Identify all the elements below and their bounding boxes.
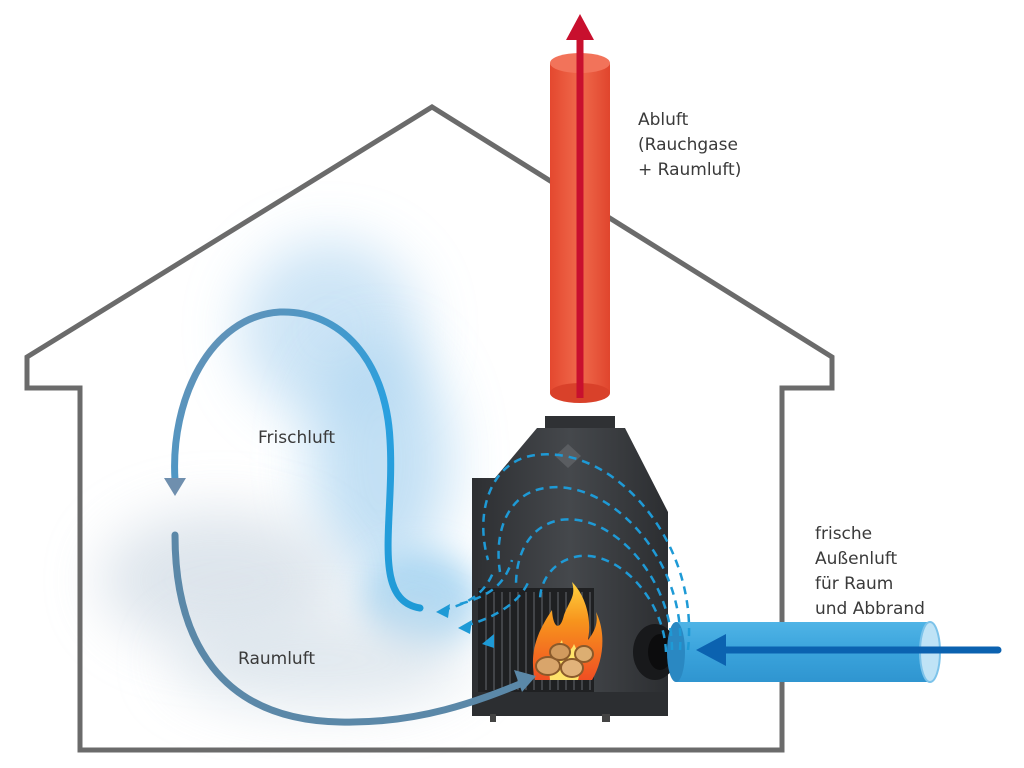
- stove-airflow-arrowheads: [436, 604, 494, 648]
- exhaust-label: Abluft (Rauchgase + Raumluft): [638, 108, 741, 183]
- outside-air-label-line: Außenluft: [815, 549, 898, 569]
- exhaust-arrow: [566, 14, 594, 398]
- air-cloud: [100, 240, 480, 710]
- outside-air-label-line: für Raum: [815, 574, 894, 594]
- fresh-air-label: Frischluft: [258, 428, 336, 448]
- outside-air-label: frische Außenluft für Raum und Abbrand: [815, 522, 925, 622]
- room-air-arrow: [171, 531, 536, 726]
- exhaust-label-line: + Raumluft): [638, 160, 742, 180]
- exhaust-label-line: (Rauchgase: [638, 135, 738, 155]
- exhaust-label-line: Abluft: [638, 110, 689, 130]
- fresh-air-arrow: [164, 308, 424, 612]
- room-air-label: Raumluft: [238, 649, 316, 669]
- house-outline-icon: [24, 104, 835, 753]
- outside-air-arrow: [696, 634, 1002, 666]
- firewood-icon: [535, 643, 594, 678]
- fireplace-insert-icon: [472, 416, 677, 722]
- outside-air-label-line: und Abbrand: [815, 599, 925, 619]
- outside-air-label-line: frische: [815, 524, 873, 544]
- stove-airflow-arrows: [441, 453, 691, 653]
